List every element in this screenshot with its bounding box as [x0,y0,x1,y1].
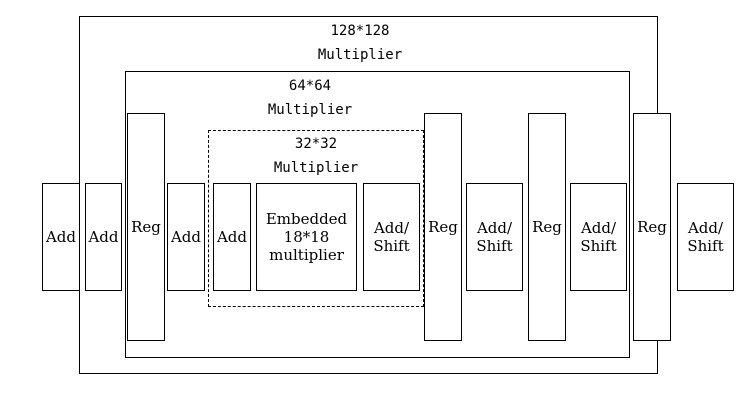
add-shift-block-4: Add/ Shift [677,183,734,291]
add-block-4: Add [213,183,251,291]
frame-32x32-multiplier [208,130,424,307]
reg-block-4: Reg [633,113,671,341]
reg-block-3: Reg [528,113,566,341]
reg-block-2: Reg [424,113,462,341]
frame-64x64-title: 64*64 Multiplier [267,78,353,118]
add-shift-block-1: Add/ Shift [363,183,420,291]
frame-64x64-multiplier [125,71,630,358]
embedded-18x18-multiplier-block: Embedded 18*18 multiplier [256,183,357,291]
reg-block-1: Reg [127,113,165,341]
frame-128x128-title: 128*128 Multiplier [317,23,403,63]
add-shift-block-3: Add/ Shift [570,183,627,291]
add-block-2: Add [85,183,122,291]
frame-32x32-title: 32*32 Multiplier [273,136,359,176]
add-block-3: Add [167,183,205,291]
add-block-1: Add [42,183,80,291]
add-shift-block-2: Add/ Shift [466,183,523,291]
